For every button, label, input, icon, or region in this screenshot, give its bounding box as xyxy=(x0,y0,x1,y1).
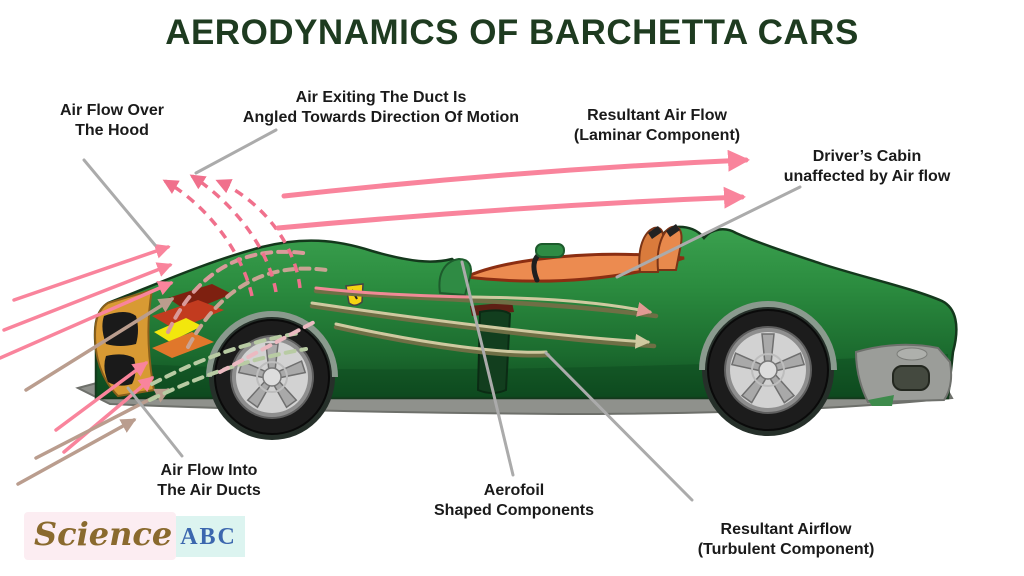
logo-caps-text: ABC xyxy=(176,515,245,557)
leader-resultant-turbulent xyxy=(544,351,694,502)
label-line: Air Flow Into xyxy=(160,462,258,479)
label-air-exiting-duct: Air Exiting The Duct Is Angled Towards D… xyxy=(243,88,519,128)
label-line: Shaped Components xyxy=(433,502,595,519)
leader-air-flow-into-ducts xyxy=(126,386,184,458)
label-line: Air Flow Over xyxy=(59,102,165,119)
label-line: The Hood xyxy=(75,122,149,139)
label-line: (Turbulent Component) xyxy=(697,541,875,558)
logo-script-text: Science xyxy=(24,512,177,560)
side-mirror xyxy=(535,243,565,258)
label-line: Resultant Air Flow xyxy=(587,107,727,124)
seats xyxy=(638,224,683,273)
label-line: (Laminar Component) xyxy=(573,127,741,144)
leader-air-exiting-duct xyxy=(194,128,278,175)
label-resultant-laminar: Resultant Air Flow (Laminar Component) xyxy=(574,106,740,146)
duct-exit-arrows xyxy=(162,174,302,297)
label-line: Resultant Airflow xyxy=(720,521,852,538)
front-wheel xyxy=(206,311,338,440)
leader-drivers-cabin xyxy=(615,185,802,279)
body-flow-lines xyxy=(309,286,659,358)
label-line: unaffected by Air flow xyxy=(783,168,951,185)
label-line: Aerofoil xyxy=(483,482,545,499)
leader-air-flow-over-hood xyxy=(82,158,157,247)
label-line: Air Exiting The Duct Is xyxy=(295,89,467,106)
exhaust-tip xyxy=(892,365,930,391)
label-air-flow-into-ducts: Air Flow Into The Air Ducts xyxy=(157,461,260,501)
label-line: The Air Ducts xyxy=(157,482,261,499)
rear-bumper xyxy=(854,343,953,406)
rear-wheel xyxy=(699,301,837,436)
label-aerofoil: Aerofoil Shaped Components xyxy=(434,481,594,521)
incoming-airflow-arrows xyxy=(0,243,175,486)
laminar-flow-arrows xyxy=(275,149,750,231)
label-leader-lines xyxy=(82,128,802,502)
label-line: Driver’s Cabin xyxy=(812,148,922,165)
label-air-flow-over-hood: Air Flow Over The Hood xyxy=(60,101,164,141)
label-line: Angled Towards Direction Of Motion xyxy=(242,109,520,126)
diagram-title: AERODYNAMICS OF BARCHETTA CARS xyxy=(165,13,859,52)
label-resultant-turbulent: Resultant Airflow (Turbulent Component) xyxy=(698,520,875,560)
leader-aerofoil xyxy=(460,260,515,477)
label-drivers-cabin: Driver’s Cabin unaffected by Air flow xyxy=(784,147,951,187)
scienceabc-logo: Science ABC xyxy=(24,512,245,560)
